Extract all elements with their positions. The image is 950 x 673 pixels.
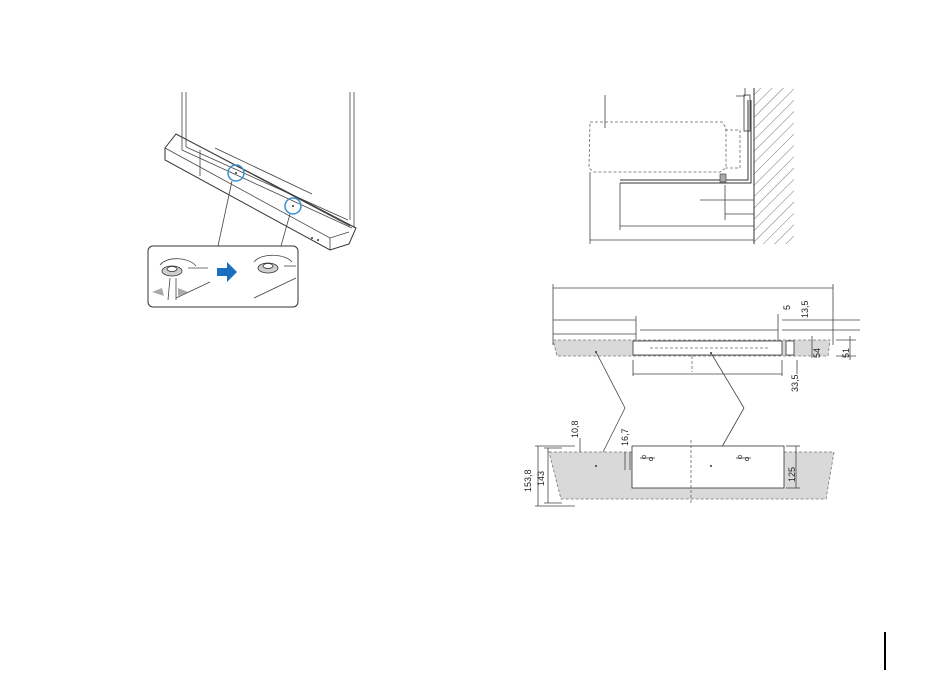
page-marker-bar <box>884 632 886 670</box>
dim-16-7: 16,7 <box>620 428 630 446</box>
dim-51: 51 <box>841 348 851 358</box>
dim-13-5: 13,5 <box>800 300 810 318</box>
template-bracket-area <box>632 446 784 488</box>
dim-33-5: 33,5 <box>790 374 800 392</box>
dim-125: 125 <box>787 467 797 482</box>
dim-54: 54 <box>812 348 822 358</box>
dim-143: 143 <box>536 471 546 486</box>
dim-153-8: 153,8 <box>523 469 533 492</box>
dim-5: 5 <box>782 305 792 310</box>
dim-10-8: 10,8 <box>570 420 580 438</box>
